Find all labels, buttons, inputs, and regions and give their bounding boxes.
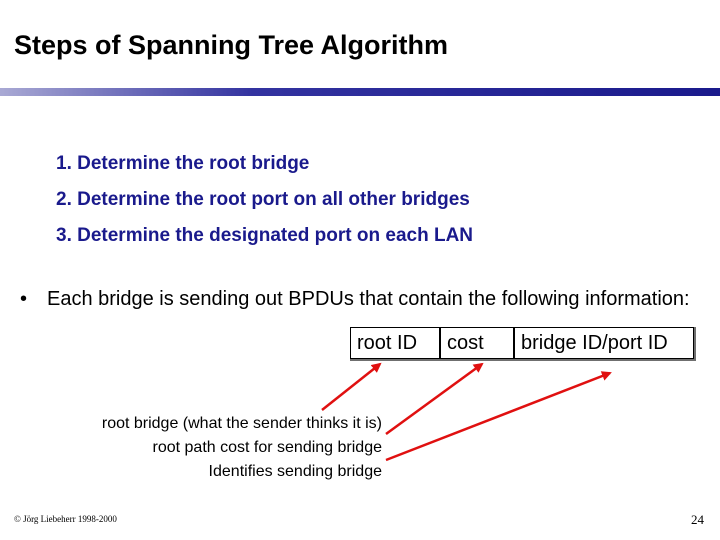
page-number: 24 — [691, 512, 704, 527]
bullet-marker: • — [20, 288, 28, 310]
bpdu-field-cost: cost — [440, 327, 514, 359]
explanation-bridge-id: Identifies sending bridge — [208, 463, 382, 480]
bpdu-format-box: root ID cost bridge ID/port ID — [350, 327, 696, 361]
bullet-text: Each bridge is sending out BPDUs that co… — [47, 288, 690, 310]
arrow-cost — [385, 362, 484, 436]
field-explanations: root bridge (what the sender thinks it i… — [20, 412, 382, 484]
explanation-root-id: root bridge (what the sender thinks it i… — [101, 415, 382, 432]
copyright-footer: © Jörg Liebeherr 1998-2000 — [14, 514, 117, 524]
bpdu-field-root-id: root ID — [350, 327, 440, 359]
arrow-bridge-port-id — [385, 371, 612, 462]
step-item: 2. Determine the root port on all other … — [56, 189, 470, 210]
step-item: 3. Determine the designated port on each… — [56, 225, 474, 246]
title-rule — [0, 88, 720, 96]
explanation-cost: root path cost for sending bridge — [152, 439, 382, 456]
slide-title: Steps of Spanning Tree Algorithm — [14, 30, 449, 60]
bpdu-field-bridge-port-id: bridge ID/port ID — [514, 327, 694, 359]
step-item: 1. Determine the root bridge — [56, 153, 310, 174]
steps-list: 1. Determine the root bridge 2. Determin… — [56, 146, 473, 254]
arrow-root-id — [321, 362, 382, 411]
